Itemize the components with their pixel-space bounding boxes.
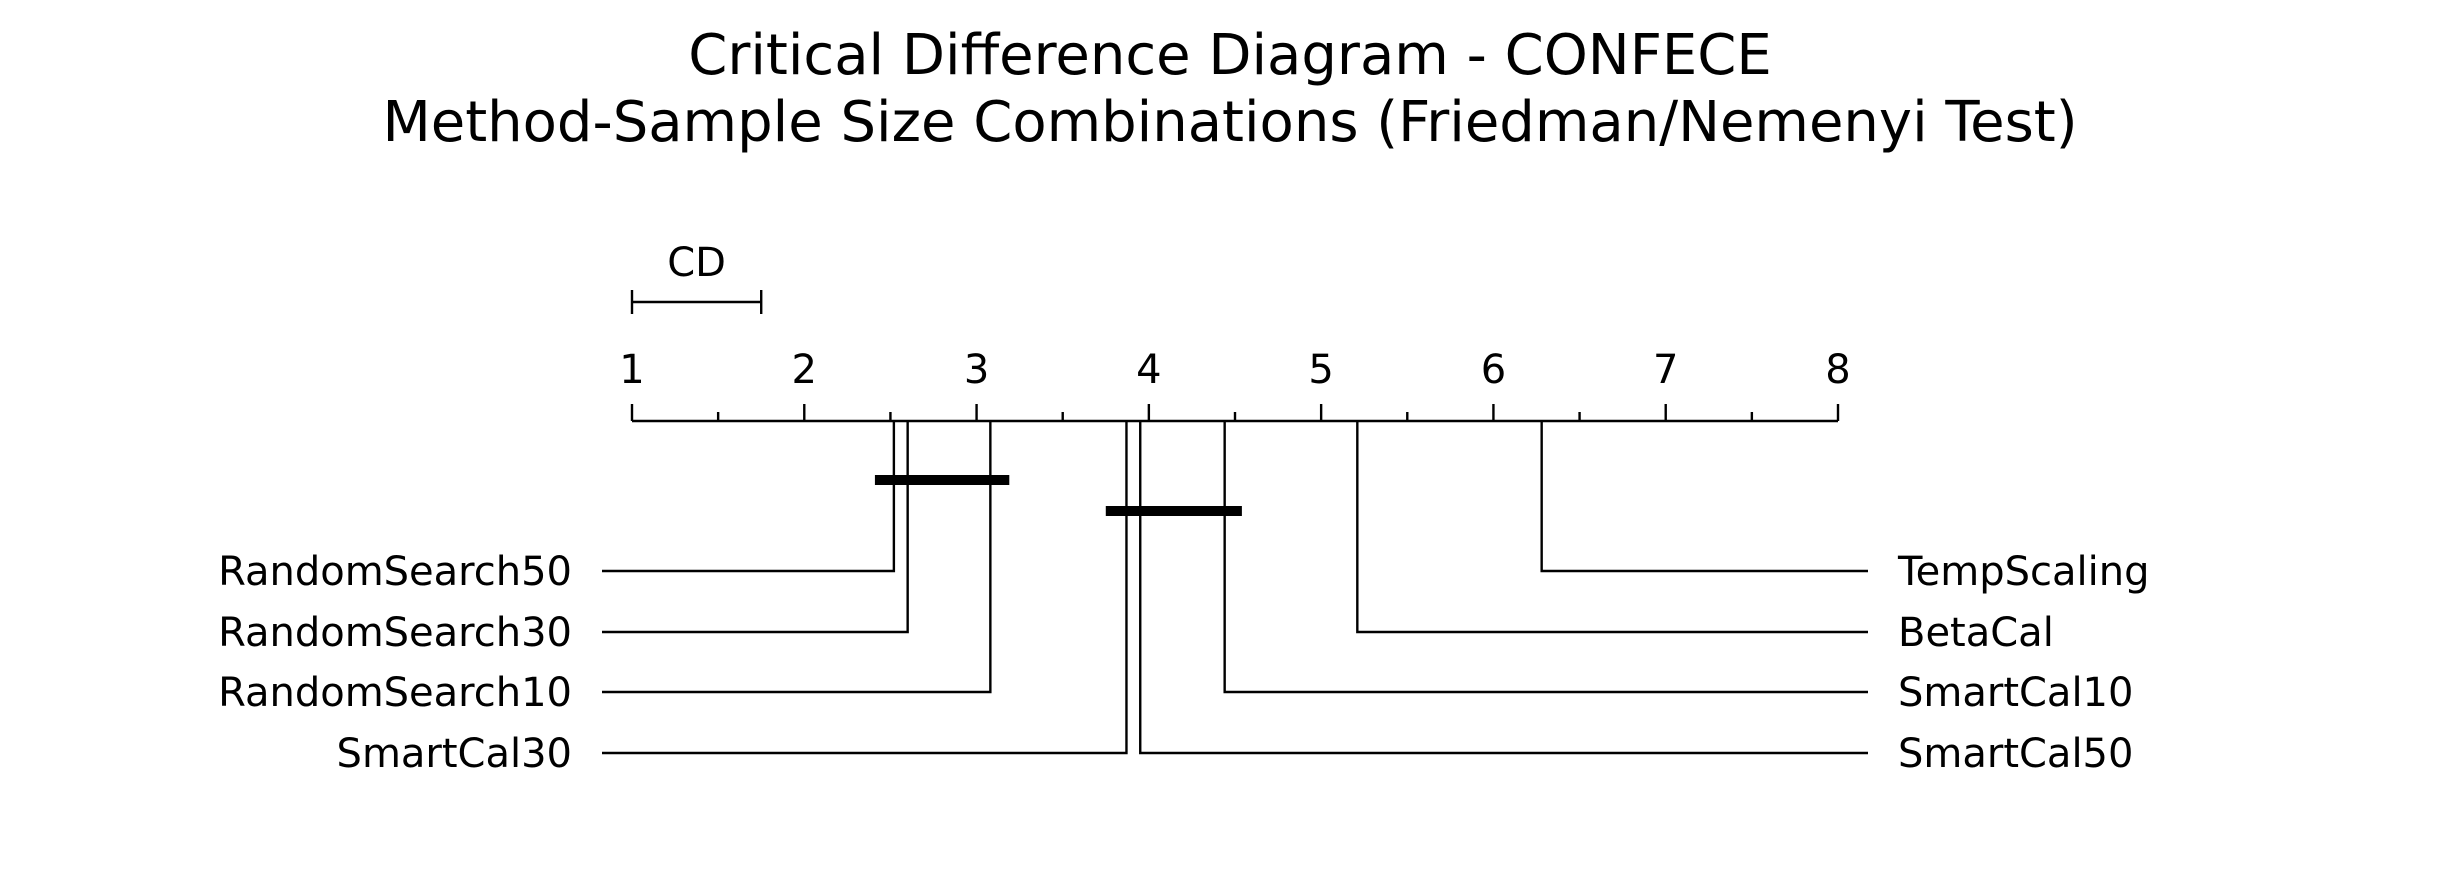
- method-connector: [602, 421, 992, 694]
- tick-label: 6: [1481, 347, 1506, 393]
- tick-label: 5: [1308, 347, 1333, 393]
- method-label: SmartCal50: [1898, 731, 2133, 777]
- method-connector: [602, 421, 1128, 755]
- rank-axis: 1 2 3 4 5 6 7 8: [619, 347, 1851, 423]
- method-connector: [1540, 421, 1868, 573]
- method-connector: [1139, 421, 1868, 755]
- method-markers: RandomSearch50RandomSearch30RandomSearch…: [218, 421, 2149, 777]
- method-label: SmartCal10: [1898, 670, 2133, 716]
- tick-label: 7: [1653, 347, 1678, 393]
- method-connector: [1223, 421, 1868, 694]
- chart-title-line-1: Critical Difference Diagram - CONFECE: [688, 23, 1772, 88]
- clique-bars: [874, 475, 1242, 516]
- method-label: TempScaling: [1897, 549, 2149, 595]
- tick-label: 2: [792, 347, 817, 393]
- method-connector: [602, 421, 896, 573]
- chart-title-line-2: Method-Sample Size Combinations (Friedma…: [382, 90, 2077, 155]
- cd-label: CD: [667, 240, 726, 286]
- tick-label: 3: [964, 347, 989, 393]
- method-label: BetaCal: [1898, 610, 2054, 656]
- method-label: RandomSearch50: [218, 549, 572, 595]
- method-label: SmartCal30: [337, 731, 572, 777]
- tick-label: 4: [1136, 347, 1161, 393]
- method-connector: [1356, 421, 1868, 634]
- method-label: RandomSearch10: [218, 670, 572, 716]
- method-label: RandomSearch30: [218, 610, 572, 656]
- tick-label: 1: [619, 347, 644, 393]
- tick-label: 8: [1825, 347, 1850, 393]
- method-connector: [602, 421, 909, 634]
- cd-indicator: CD: [630, 240, 763, 314]
